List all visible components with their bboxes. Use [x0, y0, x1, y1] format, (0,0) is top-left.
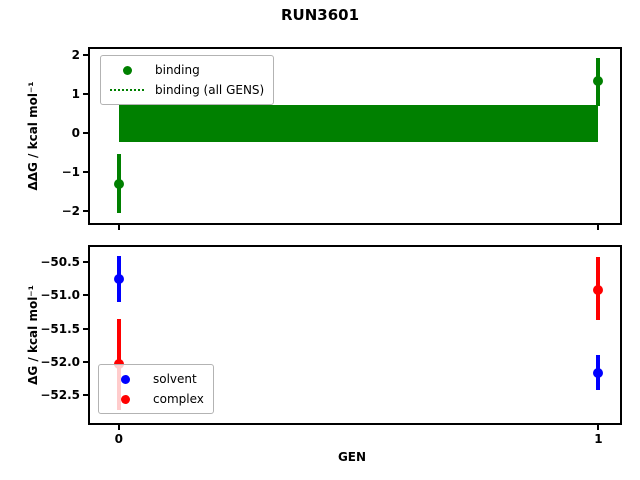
y-tick-label: 1 [71, 87, 80, 102]
y-tick-label: −51.5 [40, 321, 80, 336]
y-tick-label: 0 [71, 126, 80, 141]
data-point-marker [113, 273, 124, 284]
data-point-marker [593, 76, 604, 87]
y-tick [83, 327, 88, 330]
confidence-band [118, 105, 599, 142]
x-tick-label: 1 [594, 432, 603, 446]
x-tick [597, 225, 600, 230]
y-tick [83, 93, 88, 96]
bottom-legend: solvent complex [98, 364, 214, 414]
bottom-plot-axes: −50.5 −51.0 −51.5 −52.0 −52.5 0 1 solvent comp… [40, 245, 622, 446]
legend-item-solvent: solvent [105, 369, 204, 389]
y-tick [83, 294, 88, 297]
y-tick-label: −2 [61, 203, 80, 218]
y-tick-label: −50.5 [40, 255, 80, 270]
binding-dot-icon [122, 65, 132, 75]
data-point-marker [113, 358, 124, 369]
y-tick [83, 261, 88, 264]
y-tick-label: −52.5 [40, 388, 80, 403]
y-tick [83, 171, 88, 173]
legend-label-binding: binding [155, 63, 200, 77]
x-tick [117, 425, 120, 430]
legend-label-complex: complex [153, 392, 204, 406]
figure-title: RUN3601 [280, 6, 360, 24]
legend-swatch-wrap [107, 65, 147, 75]
x-tick-label: 0 [114, 432, 123, 446]
legend-swatch-wrap [107, 89, 147, 91]
complex-dot-icon [120, 394, 130, 404]
data-point-marker [593, 284, 604, 295]
legend-label-binding-all-gens: binding (all GENS) [155, 83, 265, 97]
x-axis-label: GEN [337, 450, 367, 464]
legend-swatch-wrap [105, 394, 145, 404]
y-tick-label: 2 [71, 48, 80, 63]
legend-item-binding-all-gens: binding (all GENS) [107, 80, 264, 100]
binding-all-gens-dotted-line-icon [110, 89, 144, 91]
top-legend: binding binding (all GENS) [100, 55, 275, 105]
data-point-marker [593, 367, 604, 378]
y-tick [83, 209, 88, 212]
legend-label-solvent: solvent [153, 372, 197, 386]
legend-item-complex: complex [105, 389, 204, 409]
legend-swatch-wrap [105, 374, 145, 384]
y-tick-label: −52.0 [40, 354, 80, 369]
y-tick-label: −51.0 [40, 288, 80, 303]
y-tick [83, 132, 88, 135]
data-point-marker [113, 178, 124, 189]
top-plot-area: 2 1 0 −1 −2 [62, 48, 620, 230]
legend-item-binding: binding [107, 60, 264, 80]
solvent-dot-icon [120, 374, 130, 384]
x-tick [117, 225, 120, 230]
y-tick [83, 54, 88, 57]
y-tick [83, 394, 88, 397]
x-tick [597, 425, 600, 430]
y-tick [83, 360, 88, 363]
y-tick-label: −1 [61, 165, 80, 179]
top-plot-axes: 2 1 0 −1 −2 binding binding (all GENS) [62, 47, 622, 230]
